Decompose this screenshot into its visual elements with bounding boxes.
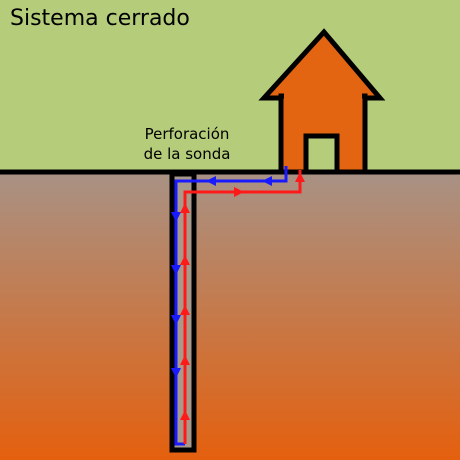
page-title: Sistema cerrado [10, 6, 190, 31]
arrow-icon [180, 255, 190, 265]
borehole-label-line2: de la sonda [143, 145, 231, 163]
hot-flow-arrows [180, 172, 305, 420]
borehole-label-line1: Perforación [144, 125, 230, 143]
arrow-icon [262, 176, 272, 186]
arrow-icon [206, 176, 216, 186]
arrow-icon [180, 355, 190, 365]
arrow-icon [180, 410, 190, 420]
borehole-label: Perforación de la sonda [124, 124, 250, 164]
cold-flow-arrows [171, 176, 272, 378]
house-icon [258, 28, 386, 175]
arrow-icon [171, 368, 181, 378]
arrow-icon [234, 187, 244, 197]
house-door [303, 133, 340, 175]
arrow-icon [171, 265, 181, 275]
arrow-icon [171, 212, 181, 222]
arrow-icon [180, 203, 190, 213]
soil-area [0, 172, 460, 460]
arrow-icon [180, 305, 190, 315]
cold-pipe [174, 166, 288, 446]
arrow-icon [295, 172, 305, 182]
arrow-icon [171, 315, 181, 325]
sky-area [0, 0, 460, 172]
